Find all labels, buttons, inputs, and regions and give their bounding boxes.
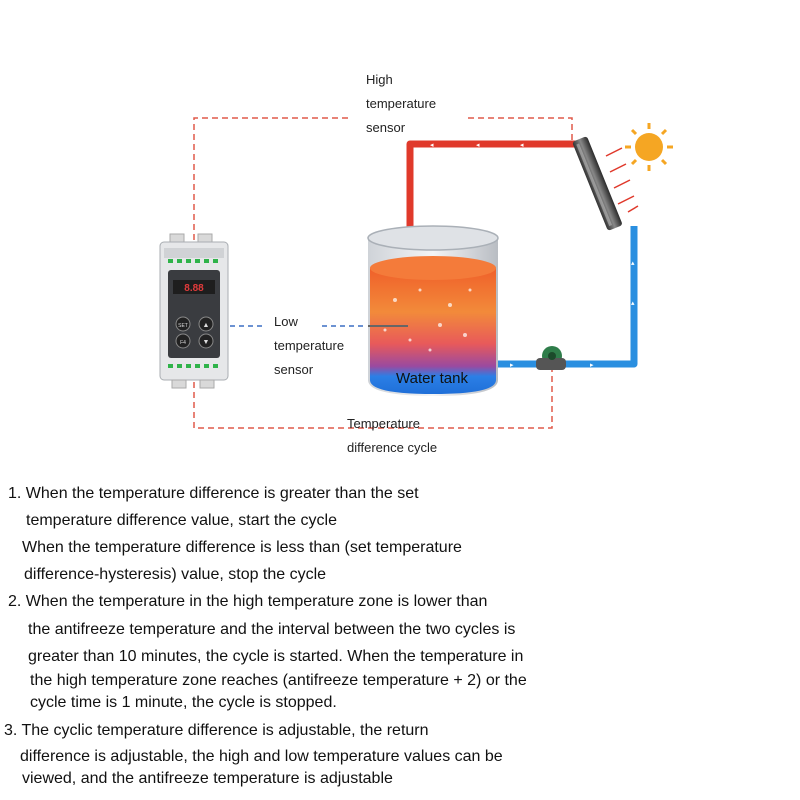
svg-text:◂: ◂ [430,142,434,149]
note-line: the high temperature zone reaches (antif… [30,672,527,689]
svg-text:8.88: 8.88 [184,283,204,294]
note-line: viewed, and the antifreeze temperature i… [22,770,393,787]
svg-text:▸: ▸ [510,362,514,369]
svg-text:F4: F4 [180,340,186,346]
note-line: difference is adjustable, the high and l… [20,748,503,765]
note-line: temperature difference value, start the … [26,512,337,529]
water-tank [367,225,499,396]
svg-text:▴: ▴ [631,260,635,267]
note-line: cycle time is 1 minute, the cycle is sto… [30,694,337,711]
cycle-label: Temperature difference cycle [347,416,438,455]
note-line: 1. When the temperature difference is gr… [8,485,419,502]
svg-text:▴: ▴ [631,300,635,307]
note-line: When the temperature difference is less … [22,539,462,556]
svg-text:◂: ◂ [520,142,524,149]
temperature-controller: 8.88 SET ▲ F4 ▼ [159,233,229,389]
high-sensor-label: High temperature sensor [366,72,437,135]
water-tank-label: Water tank [396,370,468,387]
solar-circuit-diagram: ◂◂◂ ▴▴ ▸▸ Wate [159,117,673,429]
svg-text:SET: SET [178,323,188,329]
circulation-pump [536,346,566,370]
svg-text:▲: ▲ [203,322,210,329]
sun-ray-arrows [605,147,639,213]
sun-icon [625,123,673,171]
svg-text:▼: ▼ [203,339,210,346]
hot-pipe [406,140,578,232]
note-line: the antifreeze temperature and the inter… [28,621,516,638]
note-line: greater than 10 minutes, the cycle is st… [28,648,524,665]
sensor-dashed-lines [193,117,573,429]
svg-text:◂: ◂ [476,142,480,149]
low-sensor-label: Low temperature sensor [274,314,345,377]
cold-pipe [498,226,638,368]
solar-collector [572,136,622,231]
svg-text:▸: ▸ [590,362,594,369]
note-line: 3. The cyclic temperature difference is … [4,722,429,739]
note-line: difference-hysteresis) value, stop the c… [24,566,327,583]
note-line: 2. When the temperature in the high temp… [8,593,488,610]
